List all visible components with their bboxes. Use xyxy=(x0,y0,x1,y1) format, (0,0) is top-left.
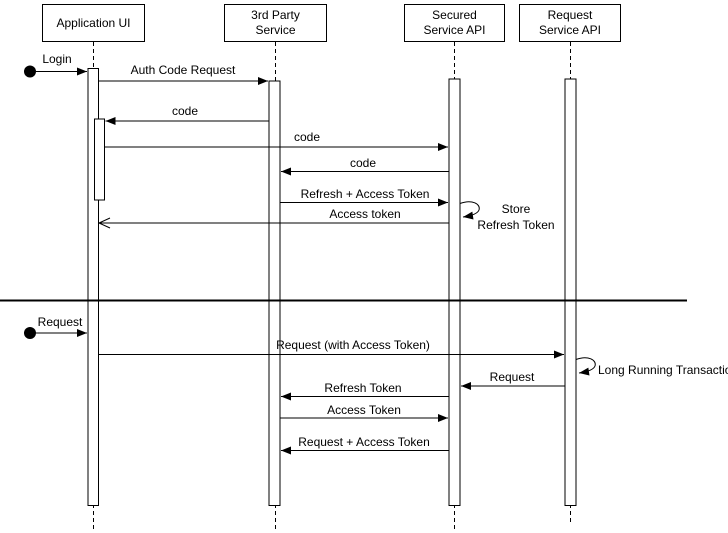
message-label-refresh-plus-access-token: Refresh + Access Token xyxy=(300,187,430,201)
participant-label-third-party-service: 3rd Party Service xyxy=(251,8,300,37)
message-label-request-with-access-token: Request (with Access Token) xyxy=(276,338,430,352)
self-loop-store-refresh-token xyxy=(459,201,480,220)
message-label-request-start: Request xyxy=(37,315,83,329)
message-label-code-1: code xyxy=(171,104,199,118)
message-label-refresh-token: Refresh Token xyxy=(324,381,402,395)
activation-secured-service-api xyxy=(448,78,461,506)
activation-third-party-service xyxy=(268,80,281,506)
participant-box-third-party-service: 3rd Party Service xyxy=(224,4,327,42)
actor-dot-login xyxy=(24,65,36,78)
self-loop-long-running-transaction xyxy=(575,357,596,376)
message-label-auth-code-request: Auth Code Request xyxy=(130,63,236,77)
message-label-request-to-secured: Request xyxy=(489,370,535,384)
message-label-access-token-return: Access token xyxy=(329,207,401,221)
participant-box-application-ui: Application UI xyxy=(42,4,145,42)
participant-box-secured-service-api: Secured Service API xyxy=(404,4,505,42)
message-label-long-running-transaction: Long Running Transaction xyxy=(598,363,728,377)
message-label-code-3: code xyxy=(349,156,377,170)
activation-application-ui-nested xyxy=(94,118,105,201)
message-label-store-refresh-token: Store Refresh Token xyxy=(477,202,555,232)
message-label-access-token: Access Token xyxy=(327,403,401,417)
activation-request-service-api xyxy=(564,78,577,506)
open-arrowhead-access-token-return xyxy=(97,217,111,229)
participant-label-request-service-api: Request Service API xyxy=(538,8,602,37)
actor-dot-request xyxy=(24,327,36,339)
message-label-login: Login xyxy=(42,52,72,66)
participant-label-application-ui: Application UI xyxy=(56,15,131,30)
participant-box-request-service-api: Request Service API xyxy=(519,4,621,42)
participant-label-secured-service-api: Secured Service API xyxy=(423,8,486,37)
activation-application-ui xyxy=(87,68,99,506)
message-label-code-2: code xyxy=(293,130,321,144)
message-label-request-plus-access-token: Request + Access Token xyxy=(298,435,430,449)
